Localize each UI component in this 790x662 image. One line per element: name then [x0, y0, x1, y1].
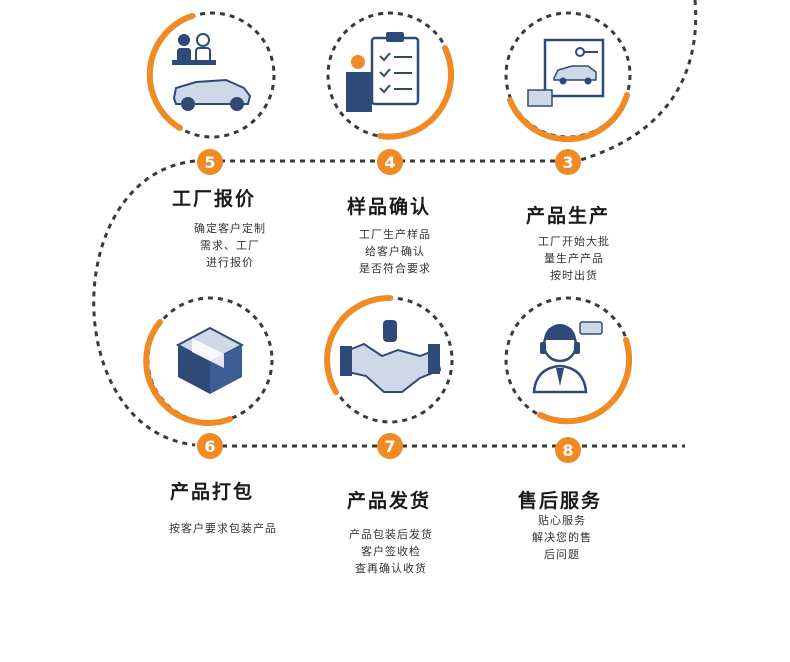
connector-top-right-curve	[579, 0, 698, 162]
step-5-desc-line: 需求、工厂	[200, 239, 260, 252]
step-3-number: 3	[562, 153, 573, 172]
connector-left-curve	[92, 159, 196, 447]
step-7-title: 产品发货	[347, 490, 432, 512]
step-8-desc-line: 后问题	[544, 548, 580, 561]
step-7-number: 7	[384, 437, 395, 456]
step-8-title: 售后服务	[518, 490, 603, 512]
step-badge-3: 3	[555, 149, 581, 175]
step-badge-6: 6	[197, 433, 223, 459]
step-5-number: 5	[204, 153, 215, 172]
car-dealer-icon	[172, 33, 252, 111]
step-4-number: 4	[384, 153, 395, 172]
step-7-desc-line: 查再确认收货	[355, 562, 427, 575]
step-6-description: 按客户要求包装产品	[168, 520, 278, 537]
step-3-circle	[504, 11, 632, 143]
step-3-desc-line: 工厂开始大批	[538, 235, 610, 248]
step-7-desc-line: 产品包装后发货	[349, 528, 433, 541]
step-8-desc-line: 贴心服务	[538, 514, 586, 527]
step-3-desc-line: 按时出货	[550, 269, 598, 282]
step-5-description: 确定客户定制 需求、工厂 进行报价	[180, 220, 280, 271]
step-6-desc-line: 按客户要求包装产品	[169, 522, 277, 535]
step-4-circle	[326, 11, 454, 140]
step-7-description: 产品包装后发货 客户签收检 查再确认收货	[336, 526, 446, 577]
step-badge-4: 4	[377, 149, 403, 175]
step-badge-8: 8	[555, 437, 581, 463]
step-badge-7: 7	[377, 433, 403, 459]
step-badge-5: 5	[197, 149, 223, 175]
step-4-title: 样品确认	[347, 196, 432, 218]
step-3-desc-line: 量生产产品	[544, 252, 604, 265]
step-7-circle	[324, 294, 454, 424]
step-6-title: 产品打包	[170, 481, 255, 503]
step-3-title: 产品生产	[526, 205, 611, 227]
handshake-icon	[340, 320, 442, 393]
step-4-description: 工厂生产样品 给客户确认 是否符合要求	[345, 226, 445, 277]
step-8-circle	[504, 296, 633, 425]
step-3-description: 工厂开始大批 量生产产品 按时出货	[524, 233, 624, 284]
clipboard-checklist-icon	[346, 32, 420, 112]
step-5-circle	[146, 11, 276, 139]
step-5-desc-line: 确定客户定制	[194, 222, 266, 235]
step-6-circle	[143, 296, 274, 426]
step-4-desc-line: 是否符合要求	[359, 262, 431, 275]
step-4-desc-line: 工厂生产样品	[359, 228, 431, 241]
customer-service-icon	[532, 321, 603, 394]
package-box-icon	[175, 326, 245, 394]
step-8-desc-line: 解决您的售	[532, 531, 592, 544]
step-4-desc-line: 给客户确认	[365, 245, 425, 258]
step-8-description: 贴心服务 解决您的售 后问题	[512, 512, 612, 563]
step-5-title: 工厂报价	[172, 188, 257, 210]
step-5-desc-line: 进行报价	[206, 256, 254, 269]
step-6-number: 6	[204, 437, 215, 456]
step-7-desc-line: 客户签收检	[361, 545, 421, 558]
step-8-number: 8	[562, 441, 573, 460]
car-key-document-icon	[527, 38, 605, 107]
